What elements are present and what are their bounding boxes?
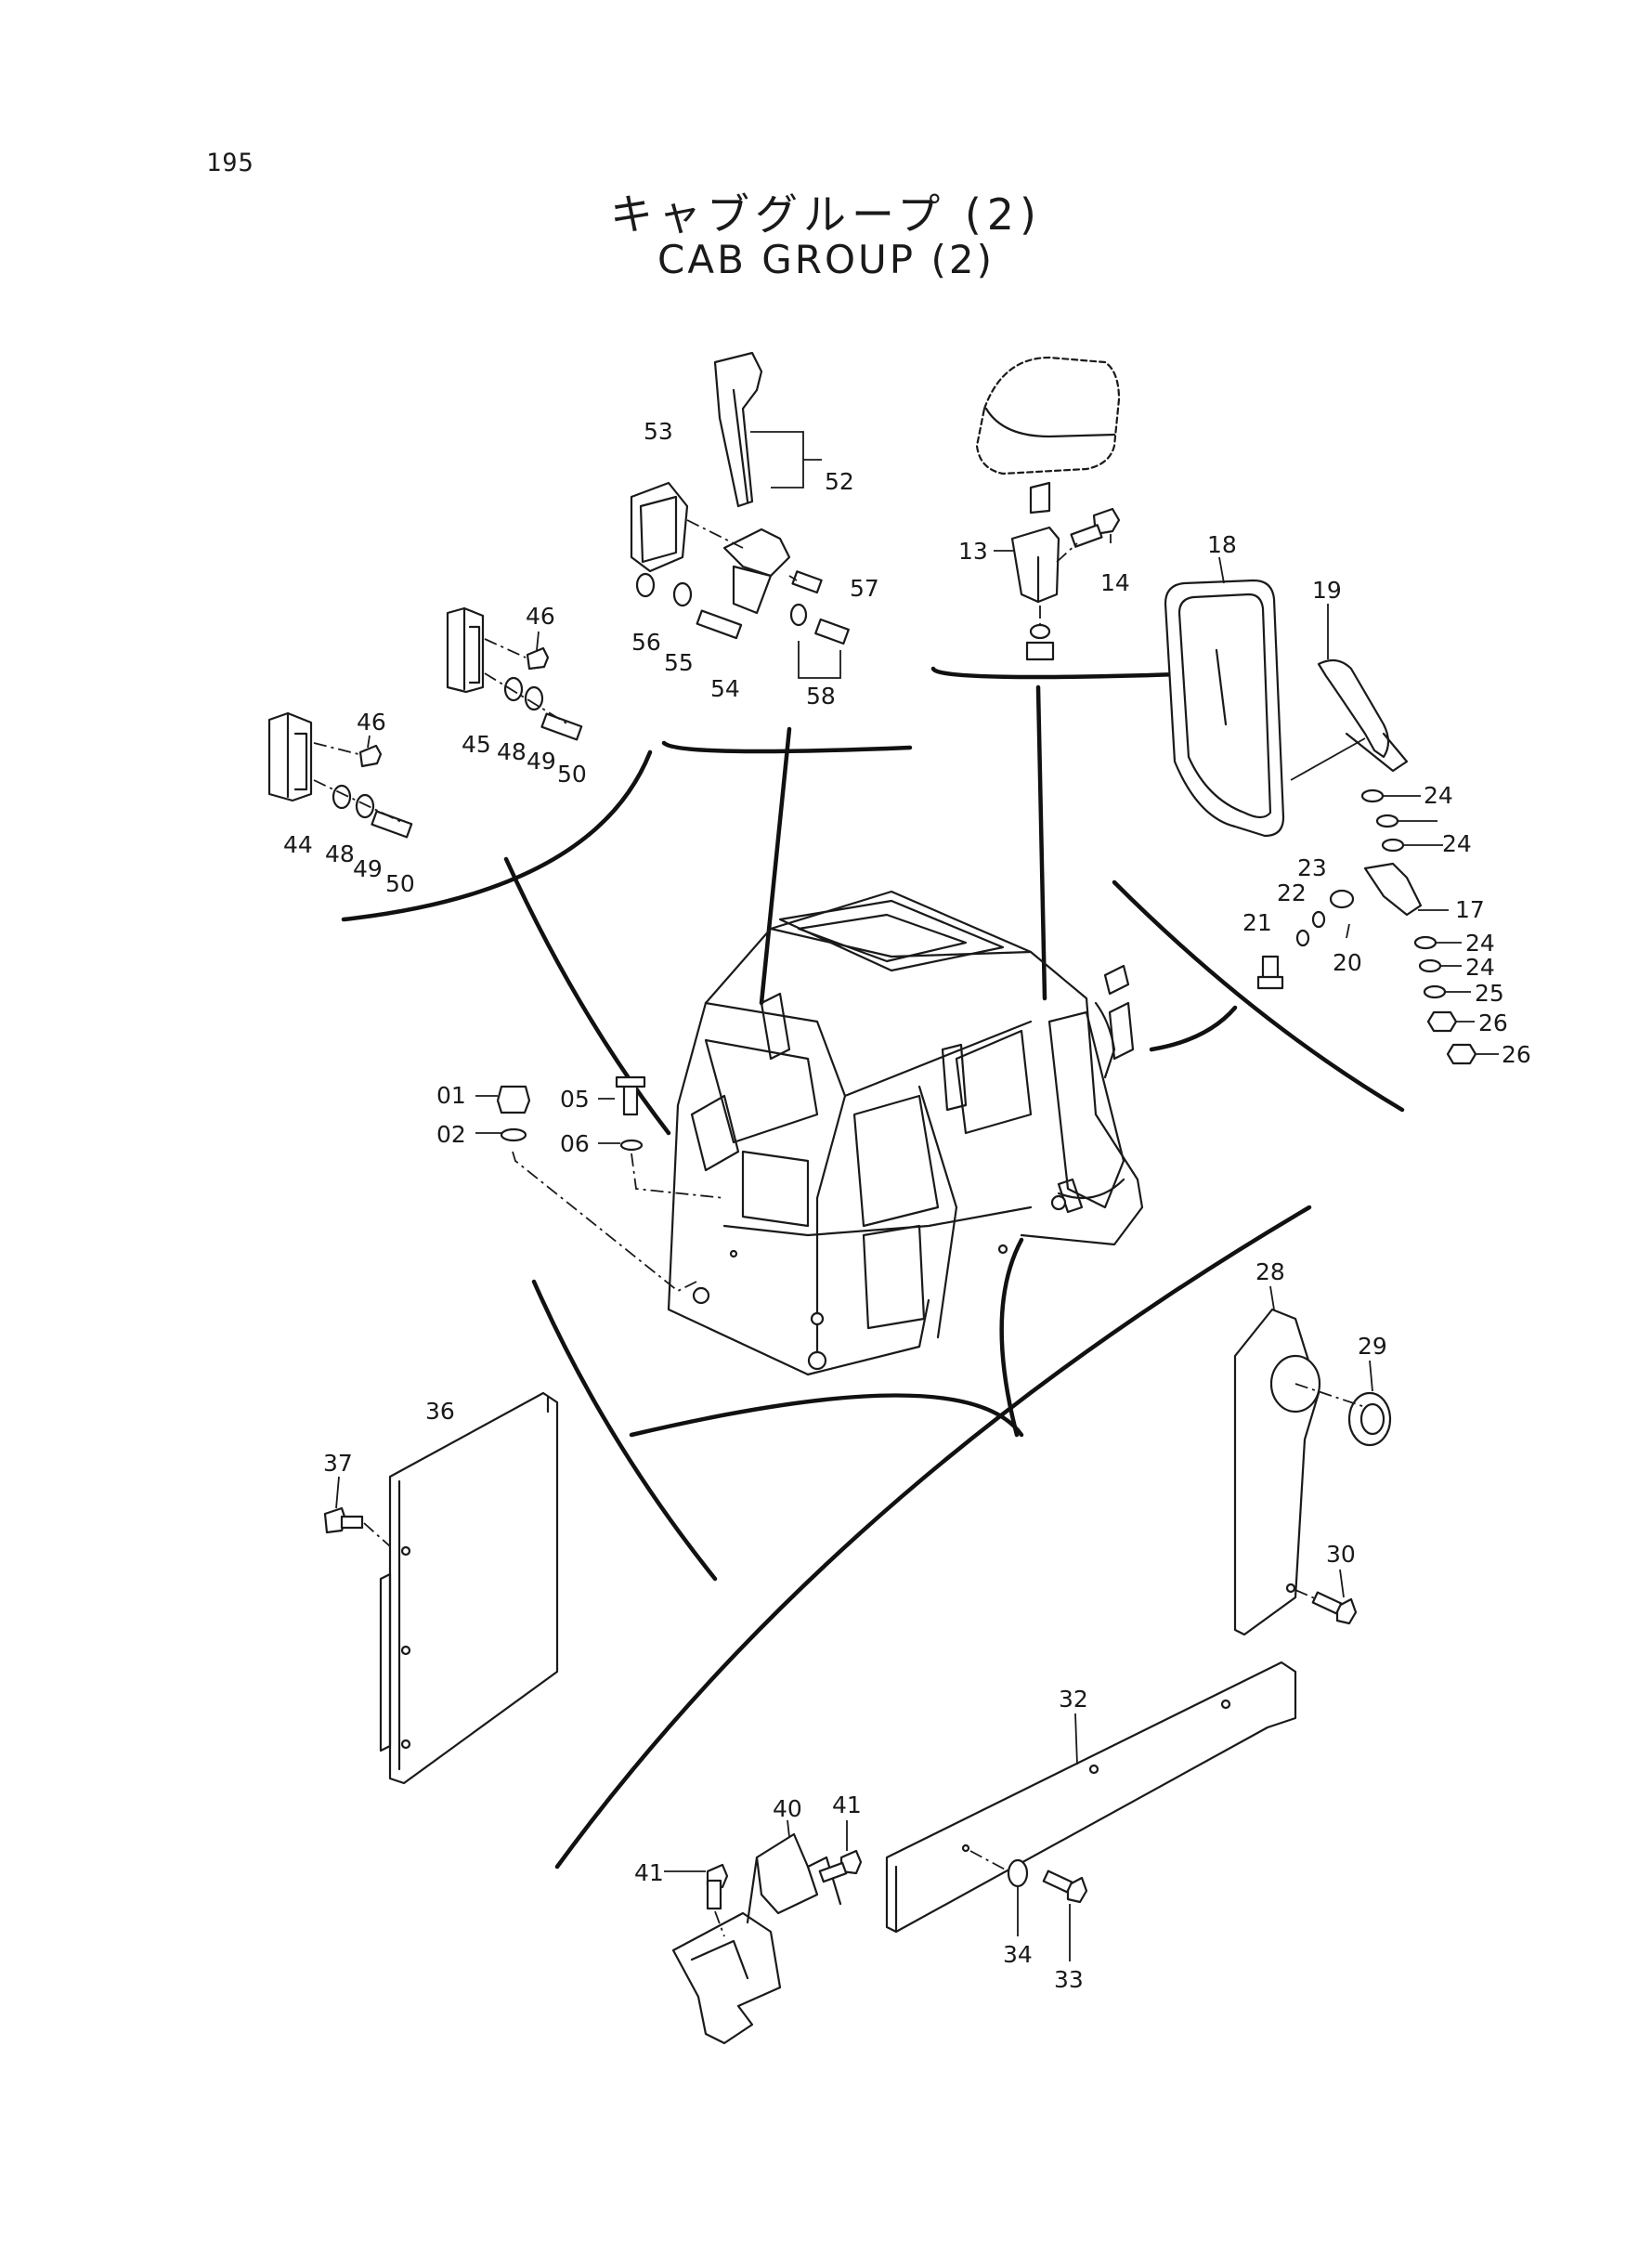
callout-36: 36 xyxy=(425,1398,455,1425)
plate-28-30 xyxy=(1233,1285,1392,1636)
callout-44: 44 xyxy=(283,831,313,858)
title-japanese: キャブグループ (2) xyxy=(609,189,1043,240)
callout-49: 49 xyxy=(527,748,556,775)
callout-48: 48 xyxy=(497,738,527,765)
arc-right-detail xyxy=(1112,879,1405,1113)
callout-26: 26 xyxy=(1502,1041,1531,1068)
callout-18: 18 xyxy=(1207,531,1237,558)
connector-lower-left xyxy=(629,1393,1024,1438)
callout-23: 23 xyxy=(1297,854,1327,881)
connector-right xyxy=(1149,1005,1238,1052)
callout-labels: 01 02 05 06 13 14 17 18 19 20 21 22 23 2… xyxy=(283,418,1531,1993)
arc-top-right-detail xyxy=(930,666,1210,680)
window-stay-17-26 xyxy=(1164,556,1499,1065)
arc-lower-detail xyxy=(554,1205,1312,1870)
callout-24: 24 xyxy=(1465,954,1495,981)
callout-05: 05 xyxy=(560,1086,590,1113)
callout-41: 41 xyxy=(832,1791,862,1818)
callout-32: 32 xyxy=(1059,1686,1088,1713)
callout-52: 52 xyxy=(825,468,854,495)
callout-37: 37 xyxy=(323,1450,353,1477)
callout-13: 13 xyxy=(958,538,988,565)
callout-22: 22 xyxy=(1277,879,1307,906)
cover-32-34 xyxy=(885,1661,1297,1961)
cab-body xyxy=(667,890,1144,1376)
callout-46: 46 xyxy=(526,603,555,630)
callout-24: 24 xyxy=(1442,830,1472,857)
connector-center-lower xyxy=(999,1237,1024,1438)
callout-21: 21 xyxy=(1242,909,1272,936)
callout-33: 33 xyxy=(1054,1966,1084,1993)
callout-19: 19 xyxy=(1312,577,1342,604)
arc-top-center-detail xyxy=(661,740,913,754)
bracket-40-41 xyxy=(664,1819,863,2045)
mirror-13-14 xyxy=(975,356,1121,661)
callout-56: 56 xyxy=(631,629,661,656)
callout-06: 06 xyxy=(560,1130,590,1157)
callout-49: 49 xyxy=(353,855,383,882)
connector-left xyxy=(503,856,671,1136)
connector-top-right xyxy=(1035,684,1047,1001)
callout-41: 41 xyxy=(634,1859,664,1886)
detail-connectors xyxy=(341,666,1405,1870)
callout-50: 50 xyxy=(385,870,415,897)
callout-17: 17 xyxy=(1455,896,1485,923)
parts-01-02-05-06 xyxy=(475,1075,725,1293)
callout-50: 50 xyxy=(557,761,587,788)
lever-52-58 xyxy=(630,351,850,679)
callout-40: 40 xyxy=(773,1795,802,1822)
callout-53: 53 xyxy=(644,418,673,445)
brackets-44-50 xyxy=(267,606,583,839)
callout-14: 14 xyxy=(1100,569,1130,596)
callout-28: 28 xyxy=(1255,1258,1285,1285)
callout-45: 45 xyxy=(462,731,491,758)
callout-24: 24 xyxy=(1424,782,1453,809)
page-number: 195 xyxy=(206,149,254,177)
callout-57: 57 xyxy=(850,575,879,602)
arc-left-detail xyxy=(341,749,653,922)
callout-34: 34 xyxy=(1003,1941,1033,1968)
callout-55: 55 xyxy=(664,649,694,676)
callout-46: 46 xyxy=(357,709,386,736)
callout-24: 24 xyxy=(1465,930,1495,957)
title-english: CAB GROUP (2) xyxy=(657,237,995,282)
callout-30: 30 xyxy=(1326,1541,1356,1568)
callout-26: 26 xyxy=(1478,1010,1508,1036)
connector-top-center xyxy=(759,726,792,1006)
callout-02: 02 xyxy=(436,1121,466,1148)
callout-48: 48 xyxy=(325,840,355,867)
callout-29: 29 xyxy=(1358,1333,1387,1360)
arc-lower-left-detail xyxy=(531,1279,718,1582)
cover-36-37 xyxy=(323,1391,559,1785)
callout-20: 20 xyxy=(1333,949,1362,976)
callout-01: 01 xyxy=(436,1082,466,1109)
callout-25: 25 xyxy=(1475,980,1504,1007)
callout-54: 54 xyxy=(710,675,740,702)
callout-58: 58 xyxy=(806,683,836,710)
